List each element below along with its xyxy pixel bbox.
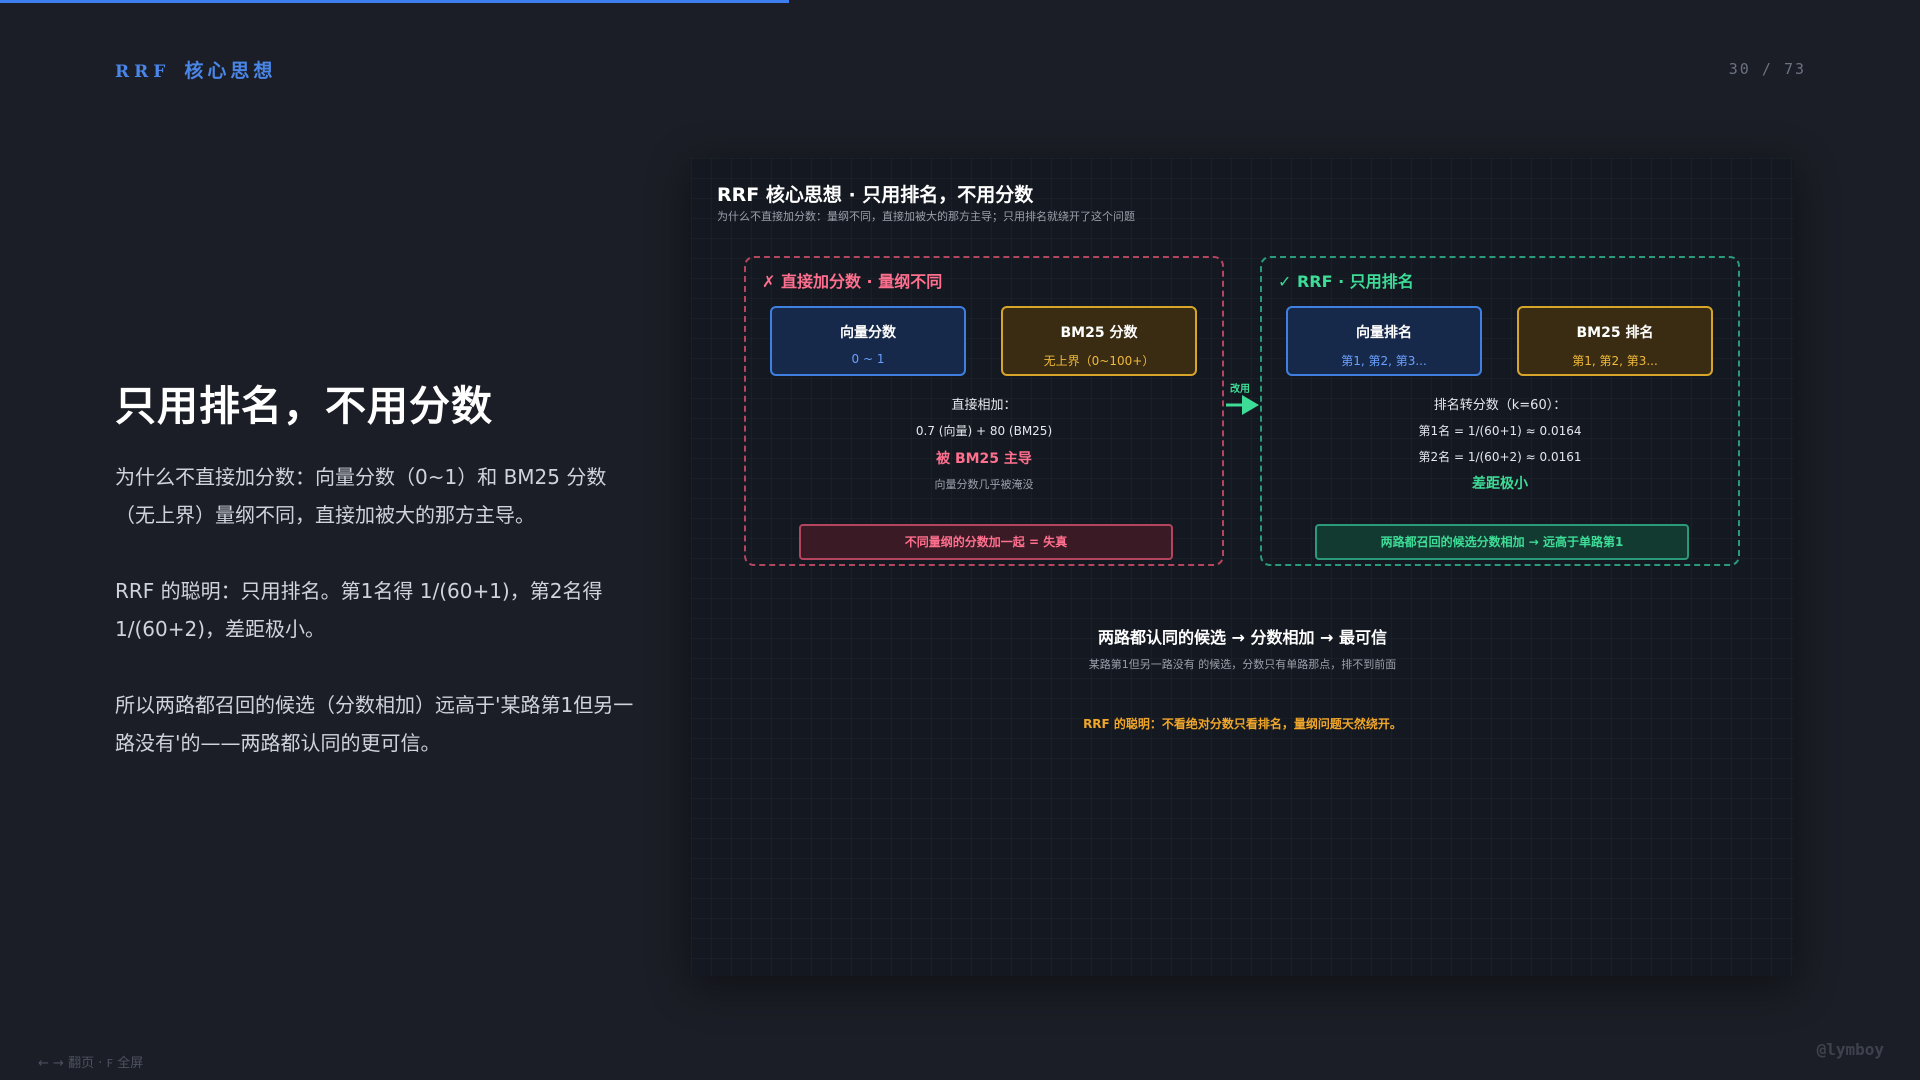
nav-hint-label: 翻页 [68, 1056, 95, 1071]
fullscreen-key: F [106, 1057, 114, 1070]
bm25-score-box: BM25 分数 无上界（0~100+） [1001, 306, 1197, 376]
slide-text-column: 只用排名，不用分数 为什么不直接加分数：向量分数（0~1）和 BM25 分数（无… [115, 372, 635, 800]
bm25-rank-title: BM25 排名 [1576, 325, 1654, 341]
vector-score-title: 向量分数 [840, 325, 896, 341]
arrow-keys-icon: ← → [38, 1056, 64, 1071]
direct-add-title: ✗ 直接加分数 · 量纲不同 [762, 272, 943, 291]
paragraph-consensus: 所以两路都召回的候选（分数相加）远高于'某路第1但另一路没有'的——两路都认同的… [115, 693, 634, 755]
slide-title: 只用排名，不用分数 [115, 382, 493, 430]
section-tag: RRF [115, 62, 171, 82]
summary-headline: 两路都认同的候选 → 分数相加 → 最可信 [1097, 628, 1388, 647]
rank-to-score-heading: 排名转分数（k=60）： [1433, 398, 1567, 413]
diagram-title: RRF 核心思想 · 只用排名，不用分数 [717, 184, 1034, 206]
direct-add-formula: 0.7 (向量) + 80 (BM25) [915, 424, 1053, 438]
direct-add-group: ✗ 直接加分数 · 量纲不同 向量分数 0 ~ 1 BM25 分数 无上界（0~… [744, 256, 1224, 566]
nav-hint-dot: · [98, 1056, 103, 1071]
rank2-formula: 第2名 = 1/(60+2) ≈ 0.0161 [1418, 450, 1582, 464]
summary-note: RRF 的聪明：不看绝对分数只看排名，量纲问题天然绕开。 [1083, 717, 1402, 731]
vector-score-box: 向量分数 0 ~ 1 [770, 306, 966, 376]
paragraph-why-not-add: 为什么不直接加分数：向量分数（0~1）和 BM25 分数（无上界）量纲不同，直接… [115, 465, 607, 527]
page-counter: 30 / 73 [1729, 60, 1806, 78]
summary-detail: 某路第1但另一路没有 的候选，分数只有单路那点，排不到前面 [1088, 658, 1397, 671]
vector-score-range: 0 ~ 1 [851, 352, 885, 366]
progress-bar-fill [0, 0, 790, 3]
distortion-banner: 不同量纲的分数加一起 = 失真 [799, 524, 1173, 560]
progress-bar [0, 0, 1920, 3]
diagram-subtitle: 为什么不直接加分数：量纲不同，直接加被大的那方主导；只用排名就绕开了这个问题 [717, 210, 1135, 223]
consensus-banner: 两路都召回的候选分数相加 → 远高于单路第1 [1315, 524, 1689, 560]
vector-rank-box: 向量排名 第1, 第2, 第3... [1286, 306, 1482, 376]
arrow-right-icon [1226, 395, 1259, 415]
switch-arrow-label: 改用 [1230, 384, 1250, 395]
vector-rank-title: 向量排名 [1356, 325, 1412, 341]
section-name: 核心思想 [184, 60, 277, 82]
bm25-score-title: BM25 分数 [1060, 325, 1138, 341]
bm25-rank-values: 第1, 第2, 第3... [1572, 354, 1658, 368]
bm25-score-range: 无上界（0~100+） [1043, 354, 1155, 368]
tiny-gap-label: 差距极小 [1472, 476, 1528, 492]
switch-arrow: 改用 [1226, 384, 1260, 420]
fullscreen-label: 全屏 [117, 1056, 144, 1071]
rrf-rank-title: ✓ RRF · 只用排名 [1278, 272, 1414, 291]
paragraph-rrf-cleverness: RRF 的聪明：只用排名。第1名得 1/(60+1)，第2名得 1/(60+2)… [115, 579, 603, 641]
rrf-rank-group: ✓ RRF · 只用排名 向量排名 第1, 第2, 第3... BM25 排名 … [1260, 256, 1740, 566]
rank1-formula: 第1名 = 1/(60+1) ≈ 0.0164 [1418, 424, 1582, 438]
author-watermark: @lymboy [1816, 1040, 1884, 1059]
section-label: RRF 核心思想 [115, 56, 276, 83]
direct-add-heading: 直接相加： [951, 398, 1017, 413]
nav-hint: ← → 翻页 · F 全屏 [38, 1052, 143, 1071]
dominated-label: 被 BM25 主导 [936, 451, 1032, 467]
page-current: 30 [1728, 60, 1751, 78]
diagram-panel: RRF 核心思想 · 只用排名，不用分数 为什么不直接加分数：量纲不同，直接加被… [691, 158, 1794, 976]
page-total: 73 [1783, 60, 1806, 78]
page-separator: / [1761, 60, 1773, 78]
vector-rank-values: 第1, 第2, 第3... [1341, 354, 1427, 368]
bm25-rank-box: BM25 排名 第1, 第2, 第3... [1517, 306, 1713, 376]
drowned-note: 向量分数几乎被淹没 [934, 478, 1034, 491]
